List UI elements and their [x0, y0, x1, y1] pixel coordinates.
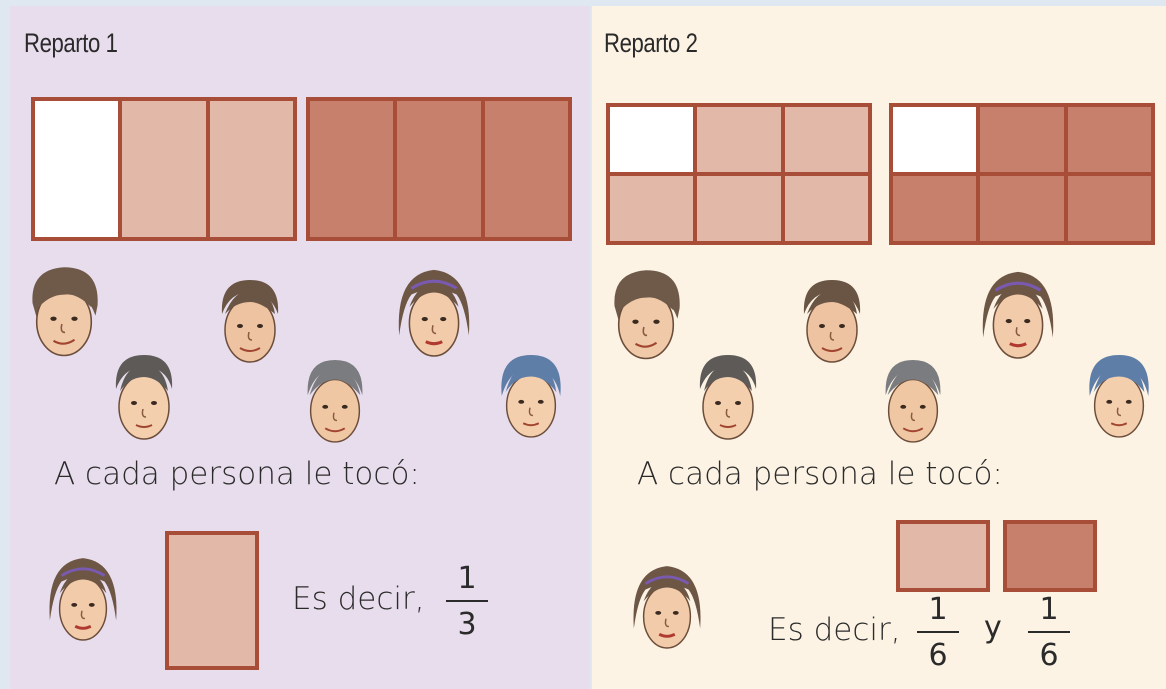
- bar-cell: [980, 176, 1064, 241]
- reparto-2-bar-right: [889, 103, 1155, 245]
- bar-cell: [35, 101, 119, 237]
- person-face-icon: [492, 344, 570, 448]
- fraction-denominator: 3: [457, 607, 477, 642]
- person-face-icon: [977, 264, 1059, 370]
- bar-cell: [980, 107, 1064, 172]
- person-face-icon: [1080, 344, 1158, 448]
- reparto-2-bar-left: [606, 103, 872, 245]
- reparto-2-title: Reparto 2: [604, 28, 698, 58]
- person-face-icon: [210, 268, 290, 372]
- reparto-1-title: Reparto 1: [24, 28, 118, 58]
- bar-cell: [893, 176, 977, 241]
- person-face-icon: [688, 346, 768, 448]
- fraction-bar: [446, 600, 488, 602]
- person-face-icon: [604, 264, 688, 369]
- fraction-bar: [917, 631, 959, 633]
- reparto-1-bar-left: [31, 97, 297, 241]
- reparto-1-caption: A cada persona le tocó:: [54, 456, 420, 492]
- fraction-bar: [1028, 631, 1070, 633]
- bar-cell: [484, 101, 568, 237]
- reparto-1-share-piece: [165, 531, 259, 670]
- person-face-icon: [296, 350, 374, 452]
- fraction-denominator: 6: [928, 638, 948, 673]
- bar-cell: [1067, 176, 1151, 241]
- person-face-icon: [792, 268, 872, 372]
- bar-cell: [310, 101, 394, 237]
- bar-cell: [1067, 107, 1151, 172]
- bar-cell: [697, 107, 781, 172]
- bar-cell: [784, 107, 868, 172]
- fraction-numerator: 1: [928, 592, 948, 627]
- fraction-numerator: 1: [457, 561, 477, 596]
- reparto-2-joiner: y: [984, 610, 1002, 645]
- reparto-2-panel: Reparto 2 A cada persona le tocó: Es dec…: [592, 6, 1166, 689]
- person-face-icon: [393, 262, 475, 368]
- reparto-2-share-piece-dark: [1003, 520, 1097, 592]
- person-face-icon: [874, 350, 952, 452]
- reparto-2-es-decir: Es decir,: [768, 612, 901, 648]
- reparto-2-fraction-a: 1 6: [915, 593, 961, 673]
- bar-cell: [784, 176, 868, 241]
- reparto-2-fraction-b: 1 6: [1026, 593, 1072, 673]
- bar-cell: [893, 107, 977, 172]
- bar-cell: [122, 101, 206, 237]
- person-face-icon: [44, 550, 122, 652]
- reparto-1-panel: Reparto 1 A cada persona le tocó: Es dec…: [10, 6, 590, 689]
- bar-cell: [697, 176, 781, 241]
- person-face-icon: [22, 261, 106, 366]
- reparto-1-fraction: 1 3: [444, 562, 490, 642]
- bar-cell: [209, 101, 293, 237]
- fraction-numerator: 1: [1039, 592, 1059, 627]
- reparto-2-caption: A cada persona le tocó:: [637, 456, 1003, 492]
- reparto-1-es-decir: Es decir,: [292, 581, 425, 617]
- reparto-2-share-piece-light: [896, 520, 990, 592]
- fraction-denominator: 6: [1039, 638, 1059, 673]
- bar-cell: [610, 107, 694, 172]
- bar-cell: [610, 176, 694, 241]
- person-face-icon: [628, 558, 706, 660]
- bar-cell: [397, 101, 481, 237]
- reparto-1-bar-right: [306, 97, 572, 241]
- person-face-icon: [104, 346, 184, 448]
